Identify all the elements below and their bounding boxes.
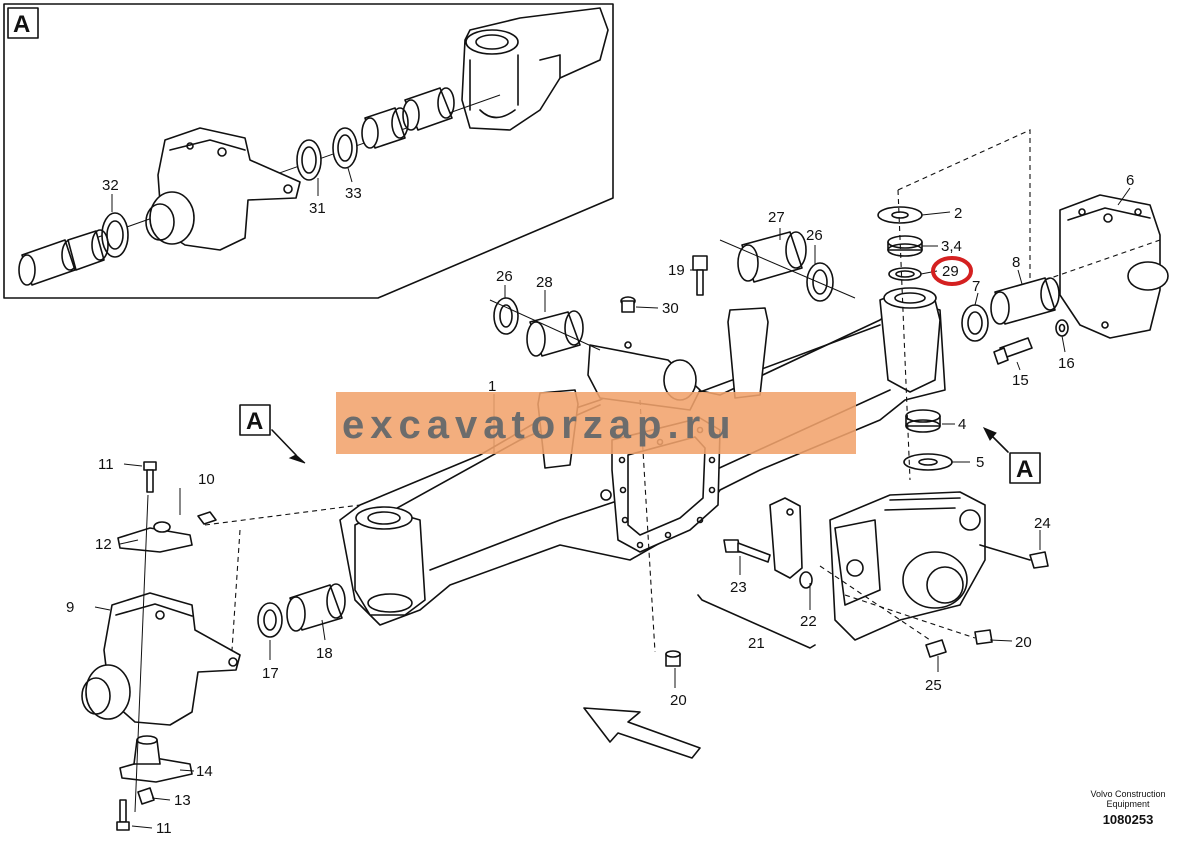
plug-20-bottom	[665, 650, 681, 667]
bushing-27	[737, 231, 807, 283]
grease-nipple-10	[197, 511, 217, 525]
callout-11-bottom: 11	[156, 820, 172, 837]
seal-17	[257, 602, 283, 638]
callout-21: 21	[748, 635, 765, 652]
callout-33: 33	[345, 185, 362, 202]
travel-direction-arrow	[583, 707, 701, 759]
callout-20-right: 20	[1015, 634, 1032, 651]
callout-13: 13	[174, 792, 191, 809]
callout-25: 25	[925, 677, 942, 694]
caption-line-1: Volvo Construction	[1090, 789, 1165, 799]
callout-23: 23	[730, 579, 747, 596]
callout-1: 1	[488, 378, 496, 395]
detail-a-badge: A	[13, 11, 30, 38]
callout-10: 10	[198, 471, 215, 488]
callout-27: 27	[768, 209, 785, 226]
right-steering-knuckle	[1059, 194, 1169, 339]
inset-seal-31	[296, 139, 322, 181]
right-seal-7	[961, 304, 989, 342]
callout-29: 29	[942, 263, 959, 280]
grease-nipple-13	[137, 787, 155, 805]
bolt-24	[979, 544, 1049, 569]
callout-5: 5	[976, 454, 984, 471]
inset-bushing-right	[402, 87, 455, 131]
callout-8: 8	[1012, 254, 1020, 271]
steering-arm-12	[117, 521, 193, 553]
caption-line-2: Equipment	[1106, 799, 1150, 809]
highlight-ring-29	[931, 256, 973, 286]
callout-15: 15	[1012, 372, 1029, 389]
bolt-19	[692, 255, 708, 296]
callout-14: 14	[196, 763, 213, 780]
diff-housing	[829, 491, 986, 641]
svg-text:A: A	[246, 408, 263, 435]
callout-19: 19	[668, 262, 685, 279]
washer-5	[903, 453, 953, 471]
bearing-3-4	[887, 235, 923, 257]
left-steering-knuckle	[81, 592, 241, 726]
callout-18: 18	[316, 645, 333, 662]
callout-labels: 2 3,4 29 4 5 6 7 8 15 16 27 26 19 30 28 …	[66, 172, 1134, 837]
callout-24: 24	[1034, 515, 1051, 532]
callout-6: 6	[1126, 172, 1134, 189]
lower-arm-14	[119, 735, 193, 783]
inset-bushing-mid	[361, 107, 409, 149]
callout-22: 22	[800, 613, 817, 630]
callout-26-right: 26	[806, 227, 823, 244]
bolt-23	[723, 539, 771, 563]
bushing-28	[526, 310, 584, 357]
plug-30	[620, 296, 636, 313]
callout-26-left: 26	[496, 268, 513, 285]
callout-7: 7	[972, 278, 980, 295]
inset-bushing-left	[18, 229, 109, 286]
callout-4: 4	[958, 416, 966, 433]
watermark-banner: excavatorzap.ru	[336, 392, 856, 454]
callout-9: 9	[66, 599, 74, 616]
bolt-11-top	[143, 461, 157, 493]
seal-ring-29	[888, 267, 922, 281]
dashed-assembly-lines	[204, 129, 1161, 653]
caption-number: 1080253	[1103, 812, 1154, 827]
section-marker-right: A	[982, 427, 1041, 484]
inset-seal-33	[332, 127, 358, 169]
callout-3-4: 3,4	[941, 238, 962, 255]
callout-2: 2	[954, 205, 962, 222]
svg-text:A: A	[1016, 456, 1033, 483]
washer-22	[799, 571, 813, 589]
callout-16: 16	[1058, 355, 1075, 372]
callout-20-bottom: 20	[670, 692, 687, 709]
callout-28: 28	[536, 274, 553, 291]
washer-2	[877, 206, 923, 224]
pin-25	[925, 639, 947, 658]
inset-axle-end	[461, 7, 609, 131]
callout-12: 12	[95, 536, 112, 553]
bolt-15	[993, 337, 1033, 365]
callout-11-top: 11	[98, 456, 114, 473]
bracket-21	[769, 497, 803, 579]
bolt-11-bottom	[116, 799, 130, 831]
callout-17: 17	[262, 665, 279, 682]
seal-26-left	[493, 297, 519, 335]
group-bracket-21	[697, 594, 816, 649]
bearing-4	[905, 409, 941, 433]
callout-31: 31	[309, 200, 326, 217]
caption-block: Volvo Construction Equipment 1080253	[1090, 789, 1165, 827]
detail-a-inset: A	[3, 3, 614, 299]
washer-16	[1055, 319, 1069, 337]
right-bushing-8	[990, 277, 1060, 325]
plug-20-right	[974, 629, 993, 645]
callout-30: 30	[662, 300, 679, 317]
callout-32: 32	[102, 177, 119, 194]
section-marker-left: A	[239, 404, 306, 464]
watermark-text: excavatorzap.ru	[342, 403, 737, 447]
inset-steering-knuckle	[145, 127, 301, 251]
seal-26-right	[806, 262, 834, 302]
bushing-18	[286, 583, 346, 632]
